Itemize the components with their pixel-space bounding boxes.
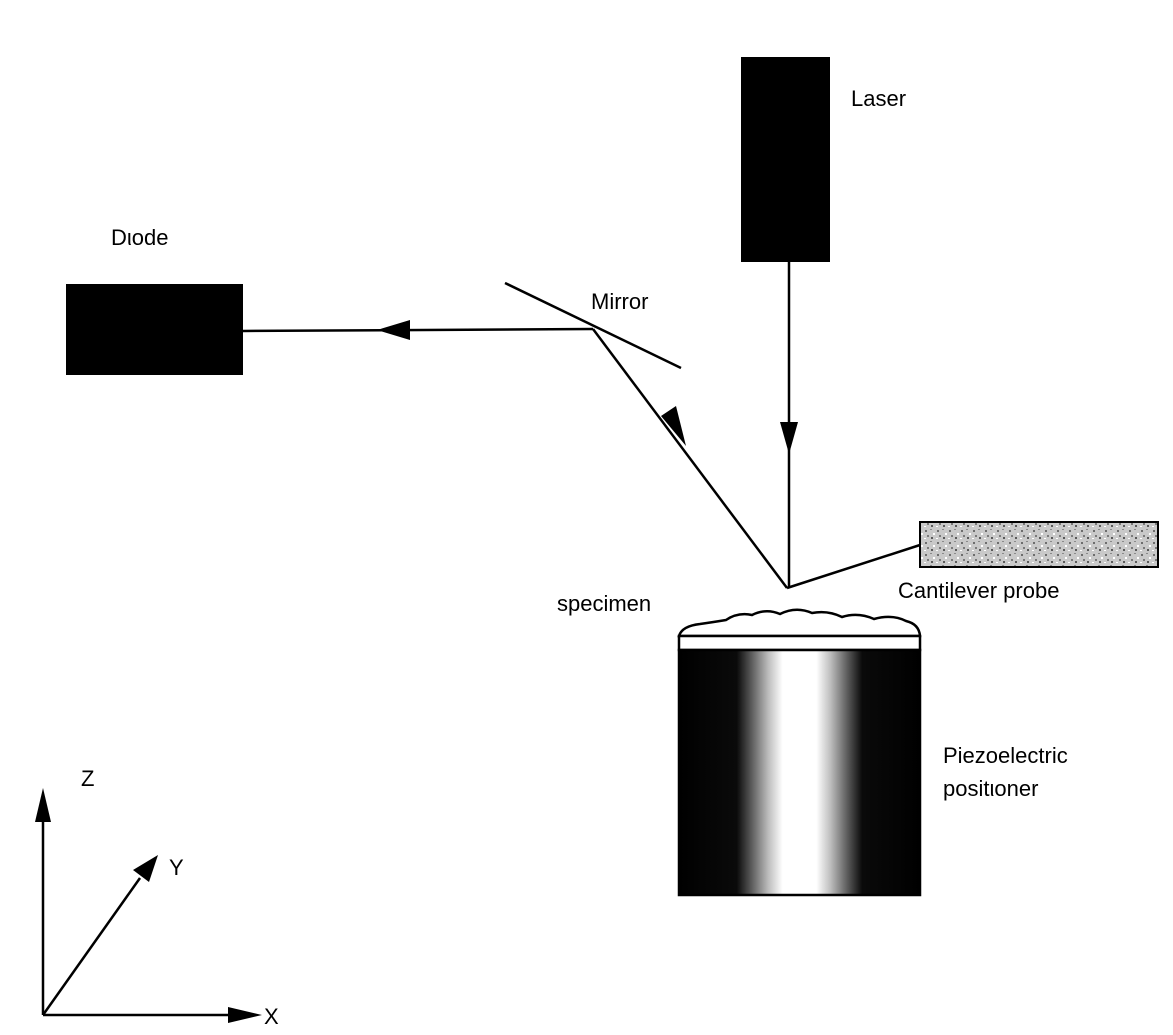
incident-beam-arrow <box>780 422 798 454</box>
mirror-line <box>504 281 682 370</box>
diode-block <box>66 284 243 375</box>
x-axis-label: X <box>264 1004 279 1029</box>
piezo-positioner <box>677 648 922 897</box>
piezo-label-line1: Piezoelectric <box>943 743 1068 768</box>
z-axis-label: Z <box>81 766 94 791</box>
diode-beam-arrow <box>377 320 410 340</box>
mirror-label: Mirror <box>591 289 648 314</box>
specimen-surface <box>677 608 922 638</box>
y-axis-label: Y <box>169 855 184 880</box>
diode-beam <box>242 327 594 333</box>
diode-label: Dιode <box>111 225 168 250</box>
cantilever-label: Cantilever probe <box>898 578 1059 603</box>
y-axis <box>41 877 142 1016</box>
reflected-beam <box>591 328 789 589</box>
reflected-beam-arrow <box>661 406 686 446</box>
specimen-plate <box>677 634 922 652</box>
laser-label: Laser <box>851 86 906 111</box>
cantilever-arm <box>786 543 921 590</box>
cantilever-body <box>919 521 1159 568</box>
laser-block <box>741 57 830 262</box>
x-axis-arrow <box>228 1007 262 1023</box>
piezo-label-line2: positιoner <box>943 776 1038 801</box>
y-axis-arrow <box>133 855 158 882</box>
z-axis-arrow <box>35 788 51 822</box>
specimen-label: specimen <box>557 591 651 616</box>
